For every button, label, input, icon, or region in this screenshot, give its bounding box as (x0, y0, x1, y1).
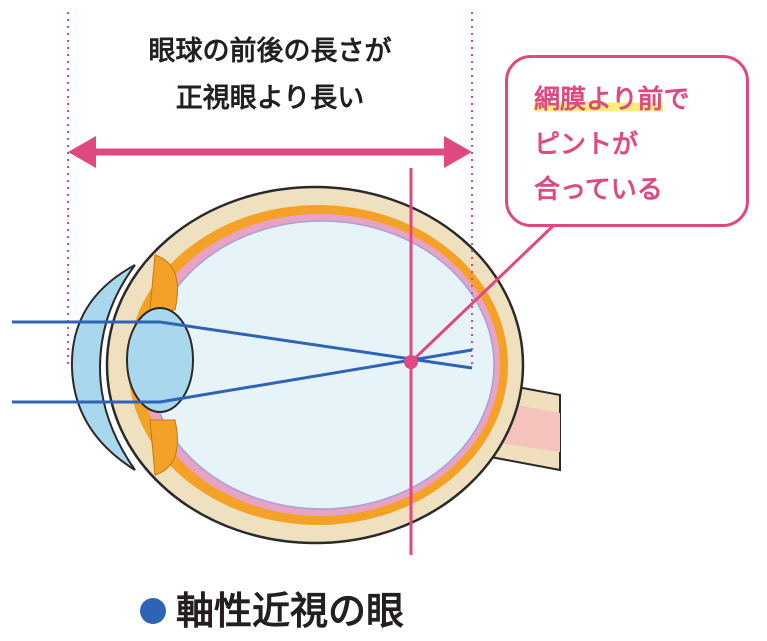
caption-text: 軸性近視の眼 (176, 589, 405, 633)
cornea (70, 264, 136, 471)
bullet-dot-icon (140, 597, 166, 624)
diagram-caption: 軸性近視の眼 (140, 580, 404, 635)
callout-line1-rest: で (663, 85, 690, 115)
axial-length-label-line2: 正視眼より長い (175, 83, 365, 114)
axial-length-label-line1: 眼球の前後の長さが (148, 36, 392, 67)
focus-callout: 網膜より前で ピントが 合っている (505, 55, 749, 227)
light-rays (12, 320, 473, 404)
callout-leader-line (409, 224, 555, 364)
length-double-arrow (68, 136, 472, 168)
focal-point-dot (404, 355, 418, 369)
callout-line3: 合っている (534, 175, 663, 205)
callout-highlight: 網膜より前 (534, 85, 664, 115)
callout-line2: ピントが (534, 130, 639, 160)
crystalline-lens (126, 307, 194, 413)
axial-length-label: 眼球の前後の長さが 正視眼より長い (70, 28, 470, 122)
callout-line1: 網膜より前で (534, 78, 746, 123)
